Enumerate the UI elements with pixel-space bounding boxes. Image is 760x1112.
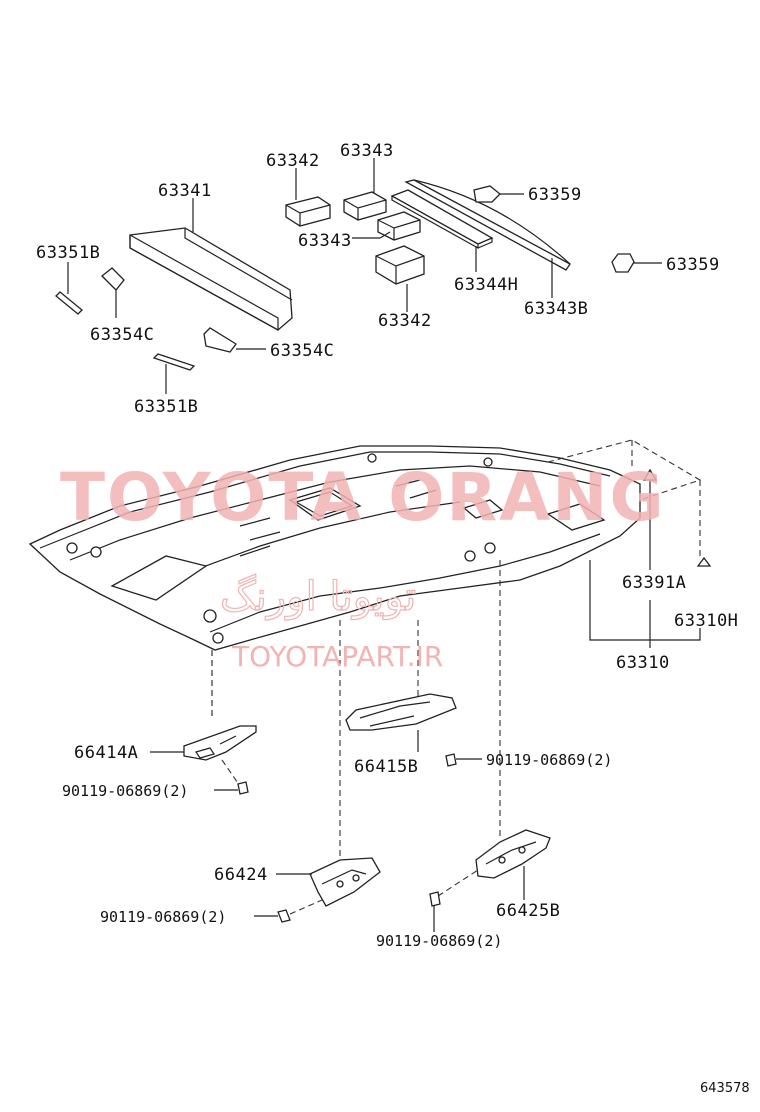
bolt-c [277, 909, 291, 923]
part-66415B-bracket [345, 693, 457, 731]
label-bolt-a: 90119-06869(2) [486, 751, 612, 769]
headliner-63310 [28, 445, 641, 651]
part-63341-pad [129, 227, 293, 332]
bolt-d [429, 891, 441, 907]
label-63343-top: 63343 [340, 141, 394, 161]
label-66424: 66424 [214, 865, 268, 885]
label-63343B: 63343B [524, 299, 588, 319]
part-66425B-bracket [475, 829, 551, 879]
label-66414A: 66414A [74, 743, 138, 763]
label-63351B-left: 63351B [36, 243, 100, 263]
part-63351B-left [55, 291, 83, 315]
label-bolt-b: 90119-06869(2) [62, 782, 188, 800]
diagram-reference-number: 643578 [700, 1081, 750, 1096]
label-63391A: 63391A [622, 573, 686, 593]
label-bolt-d: 90119-06869(2) [376, 932, 502, 950]
label-66415B: 66415B [354, 757, 418, 777]
watermark-url: TOYOTAPART.IR [231, 640, 443, 673]
part-63354C-right [203, 327, 237, 353]
label-63310: 63310 [616, 653, 670, 673]
watermark-brand-fa: تویوتا اورنگ [220, 574, 416, 620]
part-63344H-strip [390, 189, 494, 250]
label-63354C-right: 63354C [270, 341, 334, 361]
part-66424-bracket [309, 857, 381, 907]
part-63310H-clip [696, 556, 712, 567]
label-63343-mid: 63343 [298, 231, 352, 251]
part-63343B-strip [404, 179, 571, 271]
part-63354C-left [101, 267, 125, 291]
part-66414A-bracket [183, 725, 257, 761]
part-63342-block-bottom [375, 245, 425, 285]
part-63343-block-top [343, 191, 387, 221]
label-63342-top: 63342 [266, 151, 320, 171]
label-63342-bottom: 63342 [378, 311, 432, 331]
bolt-b [445, 753, 457, 767]
part-63342-block-top [285, 196, 331, 227]
label-63351B-bottom: 63351B [134, 397, 198, 417]
label-63359-b: 63359 [666, 255, 720, 275]
part-63351B-bottom [152, 353, 196, 371]
label-bolt-c: 90119-06869(2) [100, 908, 226, 926]
label-63344H: 63344H [454, 275, 518, 295]
label-63359-a: 63359 [528, 185, 582, 205]
part-63359-clip-a [473, 185, 501, 203]
label-63310H: 63310H [674, 611, 738, 631]
label-63354C-left: 63354C [90, 325, 154, 345]
watermark-brand: TOYOTA ORANG [60, 459, 666, 536]
bolt-a [237, 781, 249, 795]
label-63341: 63341 [158, 181, 212, 201]
part-63359-clip-b [611, 253, 635, 273]
label-66425B: 66425B [496, 901, 560, 921]
